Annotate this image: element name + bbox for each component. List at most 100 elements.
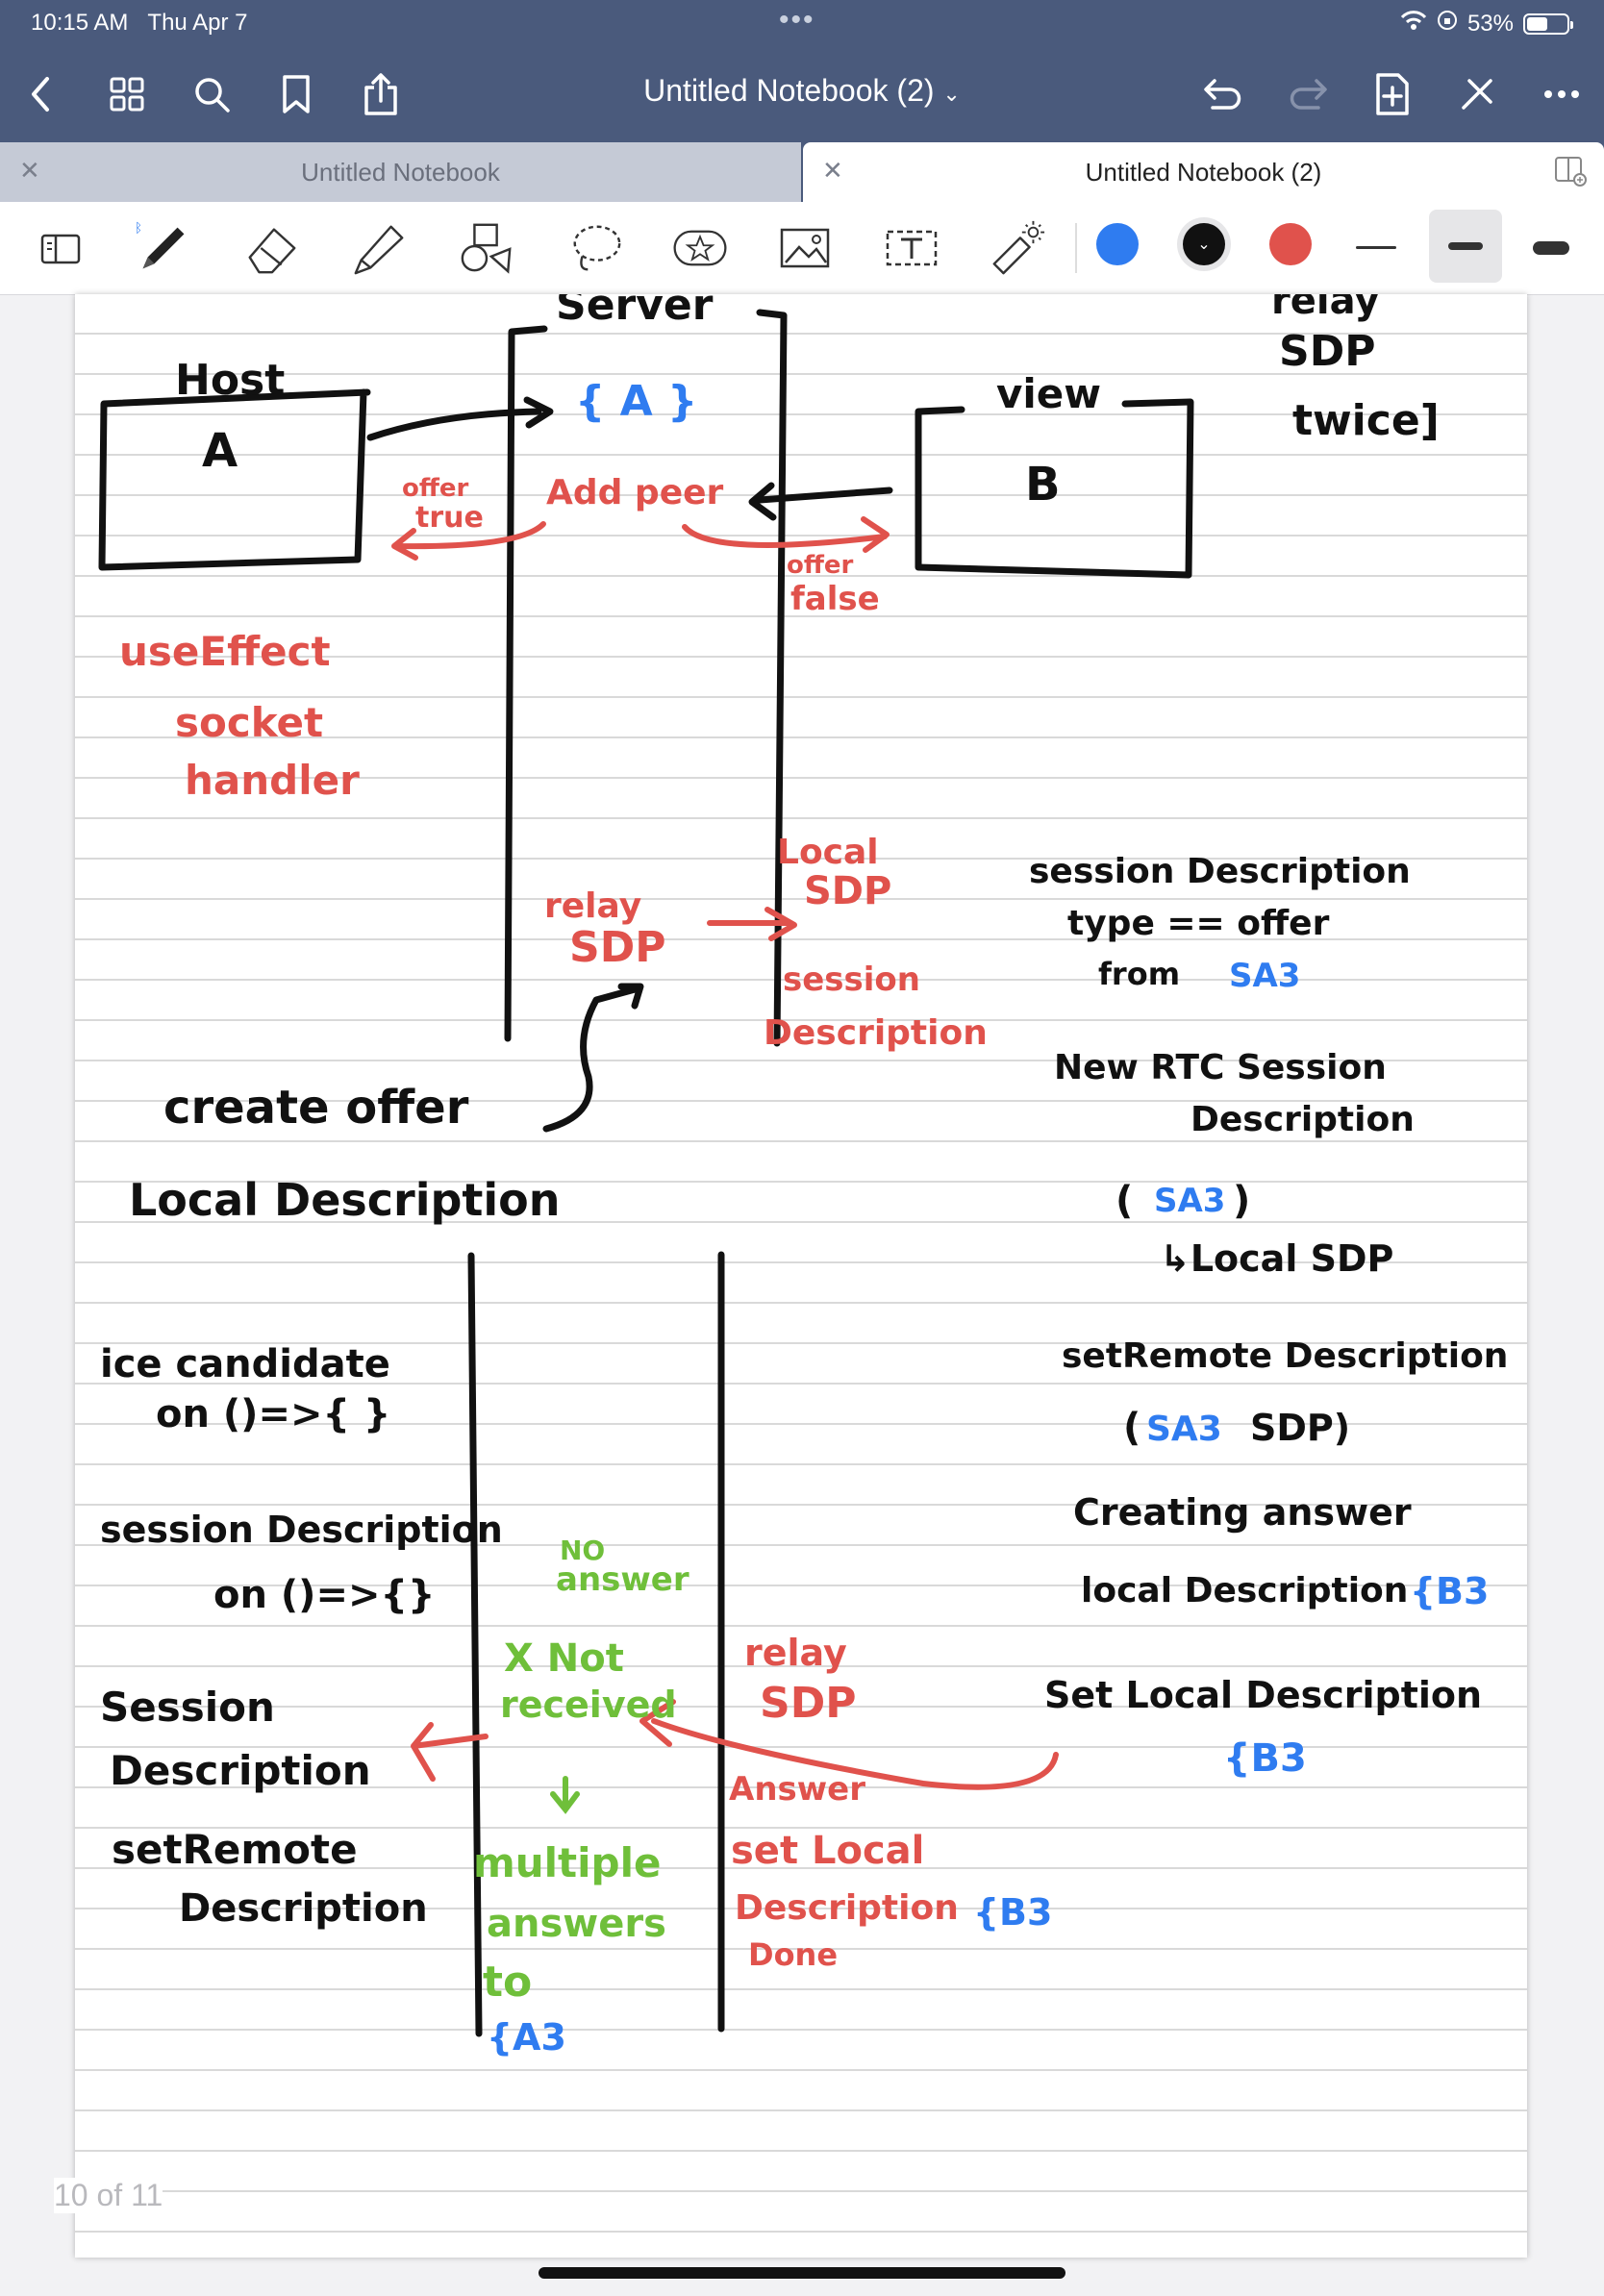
answer-green: answer bbox=[556, 1560, 689, 1599]
to-label: to bbox=[483, 1958, 532, 2007]
note-twice: twice] bbox=[1292, 396, 1440, 445]
local-desc-sb3: {B3 bbox=[1410, 1570, 1489, 1612]
not-label: X Not bbox=[504, 1636, 624, 1681]
notebook-page[interactable] bbox=[75, 294, 1527, 2258]
text-icon[interactable] bbox=[883, 219, 940, 277]
server-column-2 bbox=[467, 1251, 725, 2037]
close-tab-icon[interactable]: ✕ bbox=[822, 156, 843, 185]
notebook-title[interactable]: Untitled Notebook (2) bbox=[643, 73, 935, 108]
home-indicator[interactable] bbox=[539, 2267, 1065, 2279]
medium-stroke-option[interactable] bbox=[1429, 210, 1502, 283]
set-remote-sa3: SA3 bbox=[1146, 1410, 1222, 1449]
more-options-icon[interactable] bbox=[1535, 67, 1589, 121]
multiple-answers-sa3: {A3 bbox=[487, 2016, 566, 2059]
shapes-icon[interactable] bbox=[458, 219, 515, 277]
relay-label-2: relay bbox=[744, 1632, 847, 1674]
grid-view-icon[interactable] bbox=[100, 67, 154, 121]
offer-false-arrow bbox=[682, 516, 890, 553]
sidebar-toggle-icon[interactable] bbox=[33, 219, 90, 277]
sa3-paren: SA3 bbox=[1154, 1182, 1225, 1220]
server-column bbox=[504, 309, 788, 1047]
close-tab-icon[interactable]: ✕ bbox=[19, 156, 40, 185]
description-label-red-2: Description bbox=[735, 1888, 959, 1928]
set-local-sb3: {B3 bbox=[1223, 1736, 1307, 1781]
view-to-server-arrow bbox=[748, 482, 893, 521]
laser-pointer-icon[interactable] bbox=[989, 219, 1046, 277]
redo-icon[interactable] bbox=[1281, 67, 1335, 121]
pen-settings-icon[interactable] bbox=[1450, 67, 1504, 121]
session-description-type: session Description bbox=[1029, 852, 1411, 891]
back-chevron-icon[interactable] bbox=[13, 67, 67, 121]
pen-icon[interactable]: ᛒ bbox=[135, 219, 192, 277]
note-sdp: SDP bbox=[1279, 327, 1375, 376]
set-local-sb3-red: {B3 bbox=[973, 1891, 1052, 1934]
ice-candidate-label: ice candidate bbox=[100, 1342, 390, 1386]
add-page-icon[interactable] bbox=[1366, 67, 1419, 121]
set-remote-left: setRemote bbox=[112, 1826, 358, 1873]
tab-untitled-notebook-2[interactable]: ✕ Untitled Notebook (2) bbox=[803, 142, 1604, 202]
bookmark-icon[interactable] bbox=[269, 67, 323, 121]
answer-arrow bbox=[639, 1699, 1059, 1790]
description-label: Description bbox=[1190, 1100, 1415, 1139]
offer-true-arrow bbox=[391, 521, 546, 561]
status-bar: 10:15 AM Thu Apr 7 ••• 53% bbox=[0, 0, 1604, 46]
paren-open: ( bbox=[1115, 1179, 1133, 1223]
tab-untitled-notebook[interactable]: ✕ Untitled Notebook bbox=[0, 142, 801, 202]
use-effect-label: useEffect bbox=[119, 628, 331, 675]
chevron-down-icon: ⌄ bbox=[1183, 223, 1225, 265]
multitasking-dots-icon[interactable]: ••• bbox=[779, 4, 815, 36]
host-label: Host bbox=[175, 356, 285, 405]
undo-icon[interactable] bbox=[1196, 67, 1250, 121]
view-id: B bbox=[1025, 458, 1061, 512]
type-offer: type == offer bbox=[1067, 904, 1330, 943]
from-sa3: SA3 bbox=[1229, 957, 1300, 995]
highlighter-icon[interactable] bbox=[350, 219, 408, 277]
local-label: Local bbox=[777, 833, 879, 872]
color-swatch-red[interactable] bbox=[1269, 223, 1312, 265]
set-remote-sdp: SDP) bbox=[1250, 1407, 1350, 1449]
search-icon[interactable] bbox=[185, 67, 238, 121]
battery-fill bbox=[1527, 16, 1547, 31]
new-rtc-session: New RTC Session bbox=[1054, 1048, 1387, 1087]
session-label-red: session bbox=[783, 961, 920, 999]
view-label: view bbox=[996, 370, 1101, 417]
done-label: Done bbox=[748, 1936, 838, 1973]
creating-answer: Creating answer bbox=[1073, 1491, 1412, 1534]
local-sdp-label: SDP bbox=[804, 869, 891, 913]
battery-percent: 53% bbox=[1466, 10, 1514, 37]
split-view-icon[interactable] bbox=[1554, 156, 1587, 193]
image-icon[interactable] bbox=[777, 219, 835, 277]
sticker-icon[interactable] bbox=[671, 219, 729, 277]
received-label: received bbox=[500, 1684, 677, 1726]
share-icon[interactable] bbox=[354, 67, 408, 121]
relay-sdp-label: SDP bbox=[569, 923, 665, 972]
handler-label: handler bbox=[185, 757, 360, 804]
color-swatch-black[interactable]: ⌄ bbox=[1177, 217, 1231, 271]
status-date: Thu Apr 7 bbox=[147, 10, 248, 36]
title-chevron-down-icon[interactable]: ⌄ bbox=[942, 82, 961, 106]
session-on-handler: on ()=>{} bbox=[213, 1573, 435, 1617]
set-remote-paren: ( bbox=[1123, 1406, 1140, 1450]
host-to-server-arrow bbox=[366, 408, 542, 441]
green-down-arrow bbox=[550, 1776, 580, 1814]
offer-false-1: offer bbox=[787, 551, 854, 580]
offer-true-1: offer bbox=[402, 474, 469, 503]
session-desc-arrow bbox=[411, 1722, 489, 1782]
arrowhead-icon bbox=[523, 396, 554, 429]
eraser-icon[interactable] bbox=[242, 219, 300, 277]
thick-stroke-option[interactable] bbox=[1533, 241, 1569, 255]
set-local-description: Set Local Description bbox=[1044, 1674, 1482, 1716]
tab-label: Untitled Notebook (2) bbox=[1085, 158, 1322, 187]
multiple-label: multiple bbox=[473, 1839, 661, 1886]
color-swatch-blue[interactable] bbox=[1096, 223, 1139, 265]
socket-label: socket bbox=[175, 699, 323, 746]
relay-label: relay bbox=[544, 886, 641, 926]
local-description-sb: local Description bbox=[1081, 1571, 1408, 1610]
ice-on-handler: on ()=>{ } bbox=[156, 1392, 390, 1436]
thin-stroke-option[interactable] bbox=[1356, 246, 1396, 249]
description-left-2: Description bbox=[179, 1886, 428, 1931]
lasso-icon[interactable] bbox=[567, 219, 625, 277]
local-description-label: Local Description bbox=[129, 1174, 561, 1226]
description-left: Description bbox=[110, 1747, 371, 1794]
